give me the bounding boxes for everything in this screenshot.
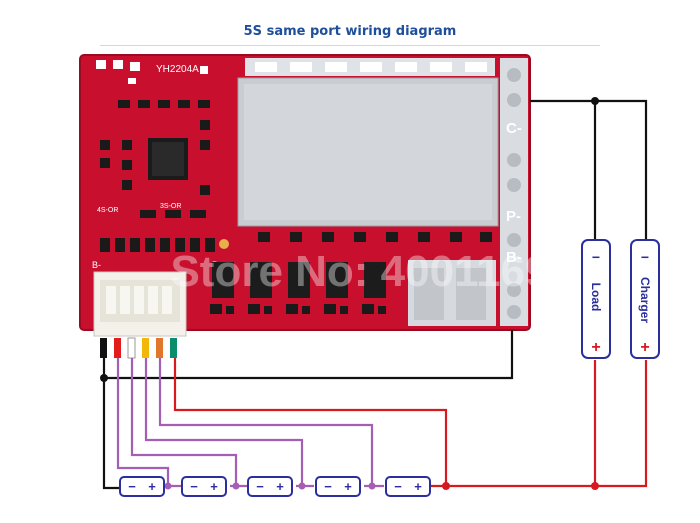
wire-c-minus: [530, 99, 648, 240]
pad-label-p-minus: P-: [506, 208, 521, 225]
load-label: Load: [589, 283, 603, 312]
label-4s-or: 4S-OR: [97, 207, 118, 214]
charger-device: − Charger +: [630, 239, 660, 359]
wire-battery-negative: [102, 358, 120, 490]
balance-wire-4: [158, 358, 374, 486]
label-3s-or: 3S-OR: [160, 203, 181, 210]
svg-text:+: +: [344, 479, 352, 494]
charger-pos-sign: +: [640, 339, 649, 356]
diagram-title: 5S same port wiring diagram: [243, 24, 457, 39]
charger-neg-sign: −: [641, 249, 649, 265]
wire-board-b-minus: [104, 330, 514, 380]
battery-cells: − + − + − + − + − +: [119, 476, 431, 497]
charger-label: Charger: [638, 277, 652, 323]
battery-cell: − +: [385, 476, 431, 497]
battery-cell: − +: [315, 476, 361, 497]
smd-components: [100, 100, 492, 252]
right-pad-column: [500, 58, 528, 326]
model-label: YH2204A: [156, 64, 199, 75]
load-neg-sign: −: [592, 249, 600, 265]
jst-connector: [93, 271, 187, 337]
wire-battery-positive: [430, 360, 648, 488]
svg-text:+: +: [414, 479, 422, 494]
svg-text:−: −: [324, 479, 332, 494]
svg-text:−: −: [256, 479, 264, 494]
balance-wire-3: [144, 358, 304, 486]
battery-cell: − +: [181, 476, 227, 497]
top-pad-strip: [245, 58, 495, 76]
bms-board: C- P- B- YH2204A: [79, 54, 550, 359]
svg-text:−: −: [394, 479, 402, 494]
diode: [219, 239, 229, 249]
label-b-minus-left: B-: [92, 260, 101, 270]
load-pos-sign: +: [591, 339, 600, 356]
balance-wire-2: [130, 358, 238, 486]
svg-text:+: +: [148, 479, 156, 494]
watermark: Store No: 4001169: [170, 247, 549, 296]
battery-cell: − +: [247, 476, 293, 497]
svg-text:+: +: [276, 479, 284, 494]
pad-label-c-minus: C-: [506, 120, 522, 137]
title-underline: [100, 45, 600, 46]
battery-cell: − +: [119, 476, 165, 497]
svg-text:+: +: [210, 479, 218, 494]
svg-text:−: −: [128, 479, 136, 494]
wire-red-sense: [173, 358, 448, 486]
svg-text:−: −: [190, 479, 198, 494]
mosfet-row: [212, 262, 386, 298]
load-device: − Load +: [581, 239, 611, 359]
balance-wire-1: [116, 358, 170, 486]
pad-label-b-minus: B-: [506, 249, 522, 266]
wires: [100, 97, 648, 490]
